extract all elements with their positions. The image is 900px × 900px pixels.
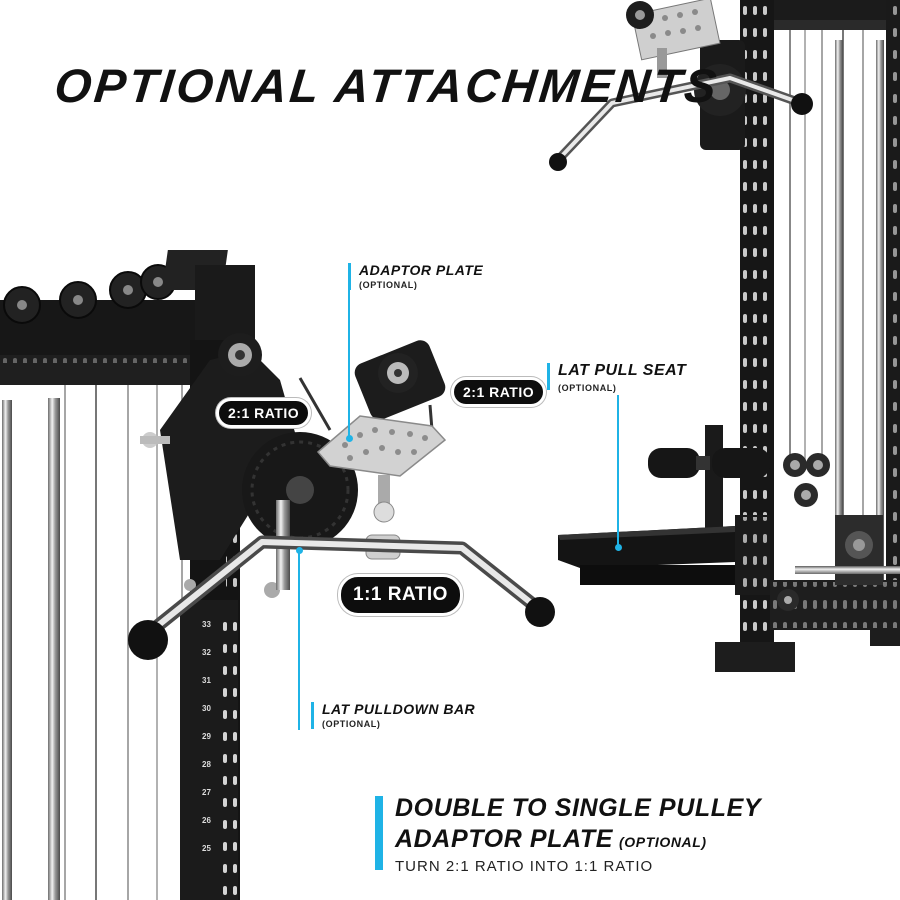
upright-number: 30: [202, 704, 211, 713]
description-heading-text: ADAPTOR PLATE: [395, 825, 613, 853]
callout-bar: [348, 263, 351, 290]
upright-number: 31: [202, 676, 211, 685]
ratio-badge-single: 1:1 RATIO: [338, 574, 463, 616]
callout-sub: (OPTIONAL): [558, 383, 617, 393]
callout-name: LAT PULL SEAT: [558, 362, 687, 379]
leader-dot-lat-pulldown-bar: [295, 546, 303, 554]
upright-number: 33: [202, 620, 211, 629]
upright-number: 27: [202, 788, 211, 797]
upright-number: 28: [202, 760, 211, 769]
upright-number: 26: [202, 816, 211, 825]
callout-sub: (OPTIONAL): [359, 280, 418, 290]
leader-lat-pull-seat: [617, 395, 619, 545]
description-heading-line1: DOUBLE TO SINGLE PULLEY: [395, 794, 762, 822]
upright-number: 25: [202, 844, 211, 853]
pulley-icon: [777, 453, 830, 611]
description-optional-tag: (OPTIONAL): [619, 834, 707, 850]
leader-dot-adaptor-plate: [345, 434, 353, 442]
upright-number: 29: [202, 732, 211, 741]
upright-number: 32: [202, 648, 211, 657]
leader-adaptor-plate: [348, 290, 350, 436]
left-machine: [0, 250, 555, 900]
leader-lat-pulldown-bar: [298, 552, 300, 730]
lat-pull-seat: [558, 425, 770, 595]
callout-bar: [547, 363, 550, 390]
ratio-badge-left: 2:1 RATIO: [216, 398, 312, 428]
handle-icon: [128, 535, 555, 660]
description-heading-line2: ADAPTOR PLATE (OPTIONAL): [395, 827, 707, 852]
callout-name: LAT PULLDOWN BAR: [322, 701, 476, 717]
callout-name: ADAPTOR PLATE: [359, 262, 484, 278]
page-title: OPTIONAL ATTACHMENTS: [52, 59, 722, 112]
description-bar: [375, 796, 383, 870]
callout-bar: [311, 702, 314, 729]
description-body: TURN 2:1 RATIO INTO 1:1 RATIO: [395, 858, 654, 875]
leader-dot-lat-pull-seat: [614, 543, 622, 551]
ratio-badge-right: 2:1 RATIO: [451, 377, 547, 407]
callout-sub: (OPTIONAL): [322, 719, 381, 729]
